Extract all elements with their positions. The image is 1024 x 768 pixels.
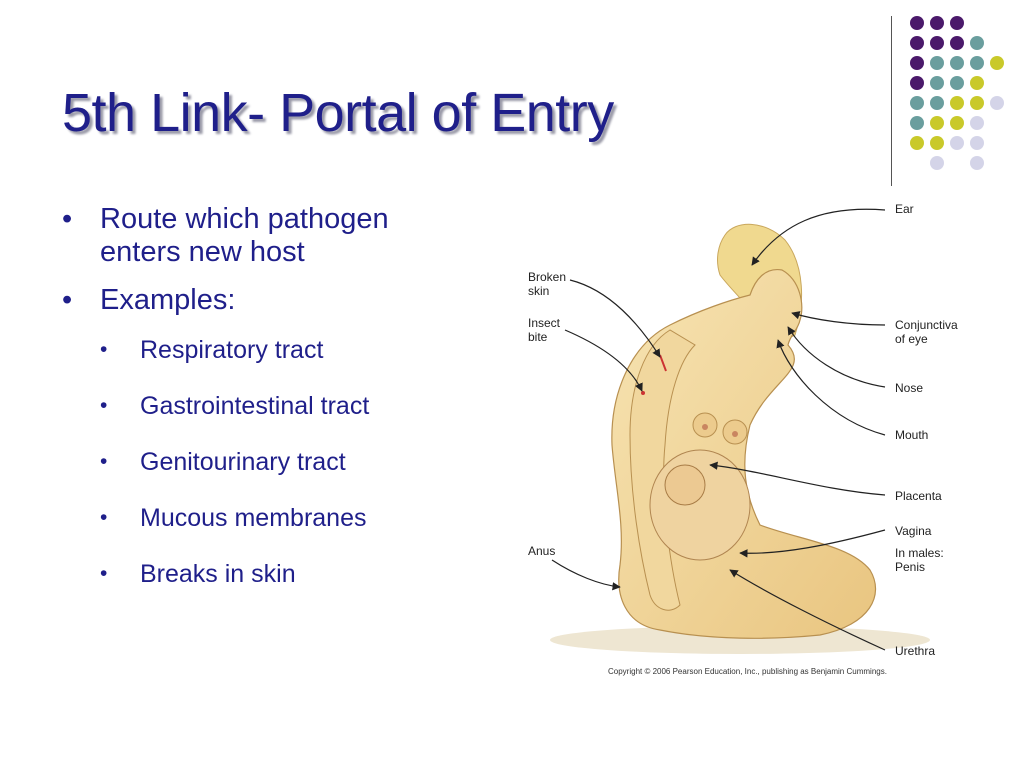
dot xyxy=(990,96,1004,110)
dot xyxy=(970,96,984,110)
bullet-text: enters new host xyxy=(100,236,305,268)
dot xyxy=(930,116,944,130)
sub-bullet-text: Genitourinary tract xyxy=(140,448,346,476)
arrow-ear xyxy=(751,208,886,266)
ground-shadow xyxy=(550,626,930,654)
bullet-text: Examples: xyxy=(100,284,236,316)
bullet-item: • Examples: xyxy=(62,284,492,317)
dot xyxy=(910,36,924,50)
label-mouth: Mouth xyxy=(895,428,928,442)
bullet-marker: • xyxy=(100,506,108,529)
slide-title: 5th Link- Portal of Entry xyxy=(62,83,614,143)
dot xyxy=(930,76,944,90)
bullet-item: • Route which pathogen enters new host xyxy=(62,203,492,269)
dot xyxy=(950,76,964,90)
nipple xyxy=(702,424,708,430)
nipple xyxy=(732,431,738,437)
broken-skin-mark xyxy=(659,354,667,372)
label-placenta: Placenta xyxy=(895,489,942,503)
arrow-placenta xyxy=(709,461,886,496)
sub-bullet-text: Mucous membranes xyxy=(140,504,367,532)
dot xyxy=(970,136,984,150)
arrow-vagina xyxy=(739,529,886,558)
dot xyxy=(970,36,984,50)
dot xyxy=(950,36,964,50)
dot xyxy=(950,96,964,110)
womb-shape xyxy=(649,449,751,561)
dot xyxy=(950,116,964,130)
label-conjunctiva-1: Conjunctiva xyxy=(895,318,958,332)
label-arrows xyxy=(551,208,886,651)
sub-bullet-item: • Breaks in skin xyxy=(62,559,492,589)
label-insect-bite-2: bite xyxy=(528,330,548,344)
dot xyxy=(950,136,964,150)
sub-bullet-item: • Respiratory tract xyxy=(62,335,492,365)
dot xyxy=(970,116,984,130)
arrow-insect-bite xyxy=(564,329,643,392)
dot xyxy=(930,36,944,50)
bullet-text: Route which pathogen xyxy=(100,203,389,235)
dot xyxy=(990,56,1004,70)
bullet-marker: • xyxy=(100,338,108,361)
label-urethra: Urethra xyxy=(895,644,935,658)
label-conjunctiva-2: of eye xyxy=(895,332,928,346)
sub-bullet-item: • Gastrointestinal tract xyxy=(62,391,492,421)
bullet-marker: • xyxy=(100,450,108,473)
dot xyxy=(970,156,984,170)
arrow-broken-skin xyxy=(569,279,661,358)
insect-bite-mark xyxy=(641,391,645,395)
arrow-conjunctiva xyxy=(791,311,886,326)
label-ear: Ear xyxy=(895,202,914,216)
label-nose: Nose xyxy=(895,381,923,395)
label-anus: Anus xyxy=(528,544,555,558)
arrow-mouth xyxy=(776,339,886,436)
label-males-1: In males: xyxy=(895,546,944,560)
sub-bullet-text: Gastrointestinal tract xyxy=(140,392,370,420)
sub-bullet-text: Respiratory tract xyxy=(140,336,324,364)
dot xyxy=(910,16,924,30)
arrow-urethra xyxy=(729,569,886,651)
fetus-head xyxy=(664,464,706,506)
arrow-nose xyxy=(787,326,886,388)
bullet-marker: • xyxy=(62,203,73,235)
bullet-marker: • xyxy=(100,562,108,585)
arrow-anus xyxy=(551,559,621,591)
label-males-2: Penis xyxy=(895,560,925,574)
bullet-marker: • xyxy=(100,394,108,417)
label-insect-bite-1: Insect xyxy=(528,316,561,330)
divider-line xyxy=(891,16,892,186)
copyright-text: Copyright © 2006 Pearson Education, Inc.… xyxy=(608,667,887,676)
dot xyxy=(910,136,924,150)
dot xyxy=(930,56,944,70)
dot xyxy=(930,136,944,150)
label-vagina: Vagina xyxy=(895,524,932,538)
dot xyxy=(950,56,964,70)
dot xyxy=(950,16,964,30)
portal-of-entry-figure: Ear Broken skin Insect bite Conjunctiva … xyxy=(520,195,990,685)
dot xyxy=(910,96,924,110)
label-broken-skin-1: Broken xyxy=(528,270,566,284)
dot xyxy=(910,116,924,130)
dot xyxy=(910,76,924,90)
bullet-list: • Route which pathogen enters new host •… xyxy=(62,203,492,615)
sub-bullet-text: Breaks in skin xyxy=(140,560,296,588)
dot xyxy=(910,56,924,70)
bullet-marker: • xyxy=(62,284,73,316)
sub-bullet-item: • Mucous membranes xyxy=(62,503,492,533)
label-broken-skin-2: skin xyxy=(528,284,549,298)
dot xyxy=(930,16,944,30)
dot xyxy=(930,156,944,170)
dot xyxy=(970,56,984,70)
figure-illustration: Ear Broken skin Insect bite Conjunctiva … xyxy=(528,202,958,676)
dot xyxy=(930,96,944,110)
dot xyxy=(970,76,984,90)
sub-bullet-item: • Genitourinary tract xyxy=(62,447,492,477)
